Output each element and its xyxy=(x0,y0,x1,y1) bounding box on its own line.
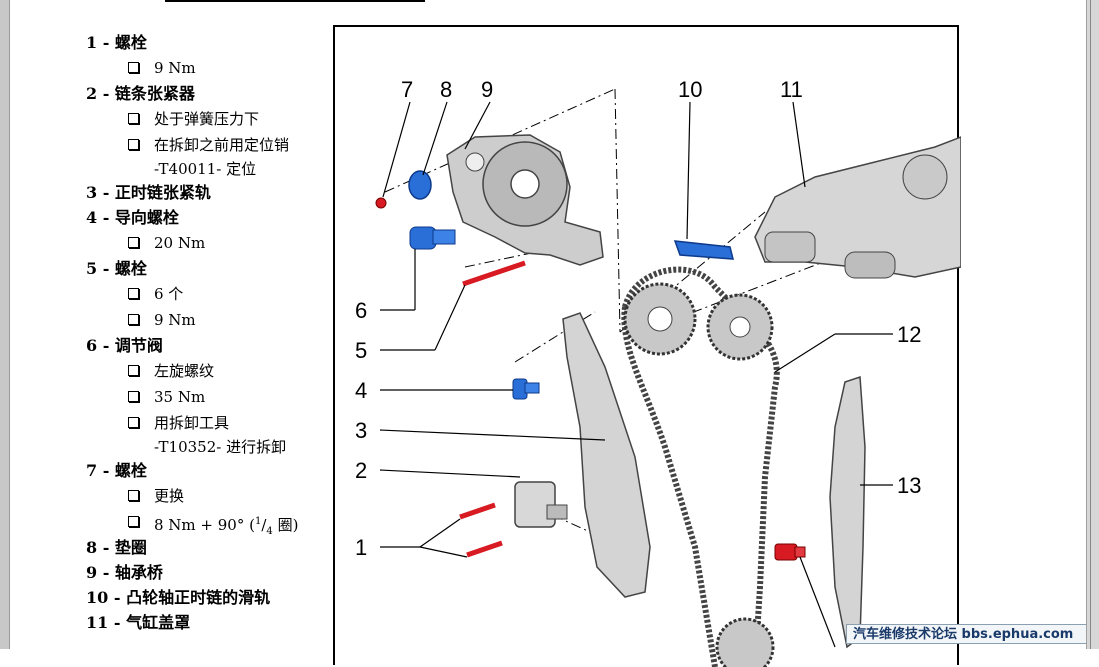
legend-subitem-continued: -T40011- 定位 xyxy=(154,160,257,178)
legend-item: 2 - 链条张紧器 xyxy=(86,84,195,103)
control-valve-6-part xyxy=(409,226,456,250)
bolt-1a-part xyxy=(459,502,496,520)
callout-9: 9 xyxy=(481,77,493,102)
chain-tensioner-2-part xyxy=(514,481,568,528)
legend-item: 10 - 凸轮轴正时链的滑轨 xyxy=(86,588,271,607)
legend-item: 6 - 调节阀 xyxy=(86,336,163,355)
legend-subitem: 20 Nm xyxy=(86,230,332,256)
callout-6: 6 xyxy=(355,298,367,323)
legend-subitem-continued: -T10352- 进行拆卸 xyxy=(154,438,287,456)
legend-item: 11 - 气缸盖罩 xyxy=(86,613,191,632)
camshaft-sprocket-b-hub xyxy=(729,316,751,338)
callout-1: 1 xyxy=(355,535,367,560)
checkbox-bullet-icon xyxy=(128,516,139,527)
slide-rail-10-part xyxy=(673,240,734,260)
legend-subitem: 左旋螺纹 xyxy=(86,358,332,384)
callout-3: 3 xyxy=(355,418,367,443)
parts-legend: 1 - 螺栓 9 Nm 2 - 链条张紧器 处于弹簧压力下 在拆卸之前用定位销 … xyxy=(86,30,332,635)
guide-rail-bolt-part xyxy=(774,543,806,561)
guide-bolt-4-part xyxy=(512,378,540,400)
callout-5: 5 xyxy=(355,338,367,363)
bolt-5-part xyxy=(462,260,526,287)
washer-8-part xyxy=(408,170,432,200)
right-scrollbar[interactable] xyxy=(1086,0,1099,649)
checkbox-bullet-icon xyxy=(128,417,139,428)
checkbox-bullet-icon xyxy=(128,113,139,124)
legend-item: 4 - 导向螺栓 xyxy=(86,208,179,227)
callout-8: 8 xyxy=(440,77,452,102)
callout-11: 11 xyxy=(780,77,803,102)
tensioner-rail-3-part xyxy=(562,312,651,598)
legend-subitem: 用拆卸工具 xyxy=(86,410,332,436)
camshaft-sprocket-a-hub xyxy=(647,306,673,332)
guide-rail-13-part xyxy=(829,375,866,649)
callout-10: 10 xyxy=(678,77,702,102)
checkbox-bullet-icon xyxy=(128,365,139,376)
legend-subitem: 35 Nm xyxy=(86,384,332,410)
callout-12: 12 xyxy=(897,322,921,347)
checkbox-bullet-icon xyxy=(128,139,139,150)
cylinder-head-cover-11-part xyxy=(754,136,961,279)
legend-subitem: 9 Nm xyxy=(86,307,332,333)
bolt-1b-part xyxy=(466,540,503,558)
callout-4: 4 xyxy=(355,378,367,403)
legend-subitem: 6 个 xyxy=(86,281,332,307)
callout-2: 2 xyxy=(355,458,367,483)
legend-subitem: 9 Nm xyxy=(86,55,332,81)
legend-subitem: 处于弹簧压力下 xyxy=(86,106,332,132)
checkbox-bullet-icon xyxy=(128,391,139,402)
checkbox-bullet-icon xyxy=(128,288,139,299)
legend-item: 5 - 螺栓 xyxy=(86,259,147,278)
legend-subitem: 更换 xyxy=(86,483,332,509)
crankshaft-sprocket-part xyxy=(715,617,775,667)
callout-13: 13 xyxy=(897,473,921,498)
legend-item: 1 - 螺栓 xyxy=(86,33,147,52)
checkbox-bullet-icon xyxy=(128,62,139,73)
legend-item: 8 - 垫圈 xyxy=(86,538,147,557)
exploded-view-drawing: 7 8 9 10 11 6 5 4 3 2 1 12 13 xyxy=(355,77,961,667)
legend-item: 9 - 轴承桥 xyxy=(86,563,163,582)
bearing-bridge-part xyxy=(446,134,604,266)
forum-watermark: 汽车维修技术论坛 bbs.ephua.com xyxy=(846,624,1090,644)
legend-subitem: 在拆卸之前用定位销 xyxy=(86,132,332,158)
legend-item: 7 - 螺栓 xyxy=(86,461,147,480)
legend-item: 3 - 正时链张紧轨 xyxy=(86,183,211,202)
exploded-view-figure: 7 8 9 10 11 6 5 4 3 2 1 12 13 xyxy=(333,25,961,667)
checkbox-bullet-icon xyxy=(128,237,139,248)
checkbox-bullet-icon xyxy=(128,490,139,501)
legend-subitem: 8 Nm + 90° (1/4 圈) xyxy=(86,509,332,537)
callout-leaders xyxy=(379,101,893,648)
callout-7: 7 xyxy=(401,77,413,102)
checkbox-bullet-icon xyxy=(128,314,139,325)
bolt-7-part xyxy=(375,197,387,209)
left-scrollbar[interactable] xyxy=(0,0,10,649)
heading-underline xyxy=(165,0,425,2)
